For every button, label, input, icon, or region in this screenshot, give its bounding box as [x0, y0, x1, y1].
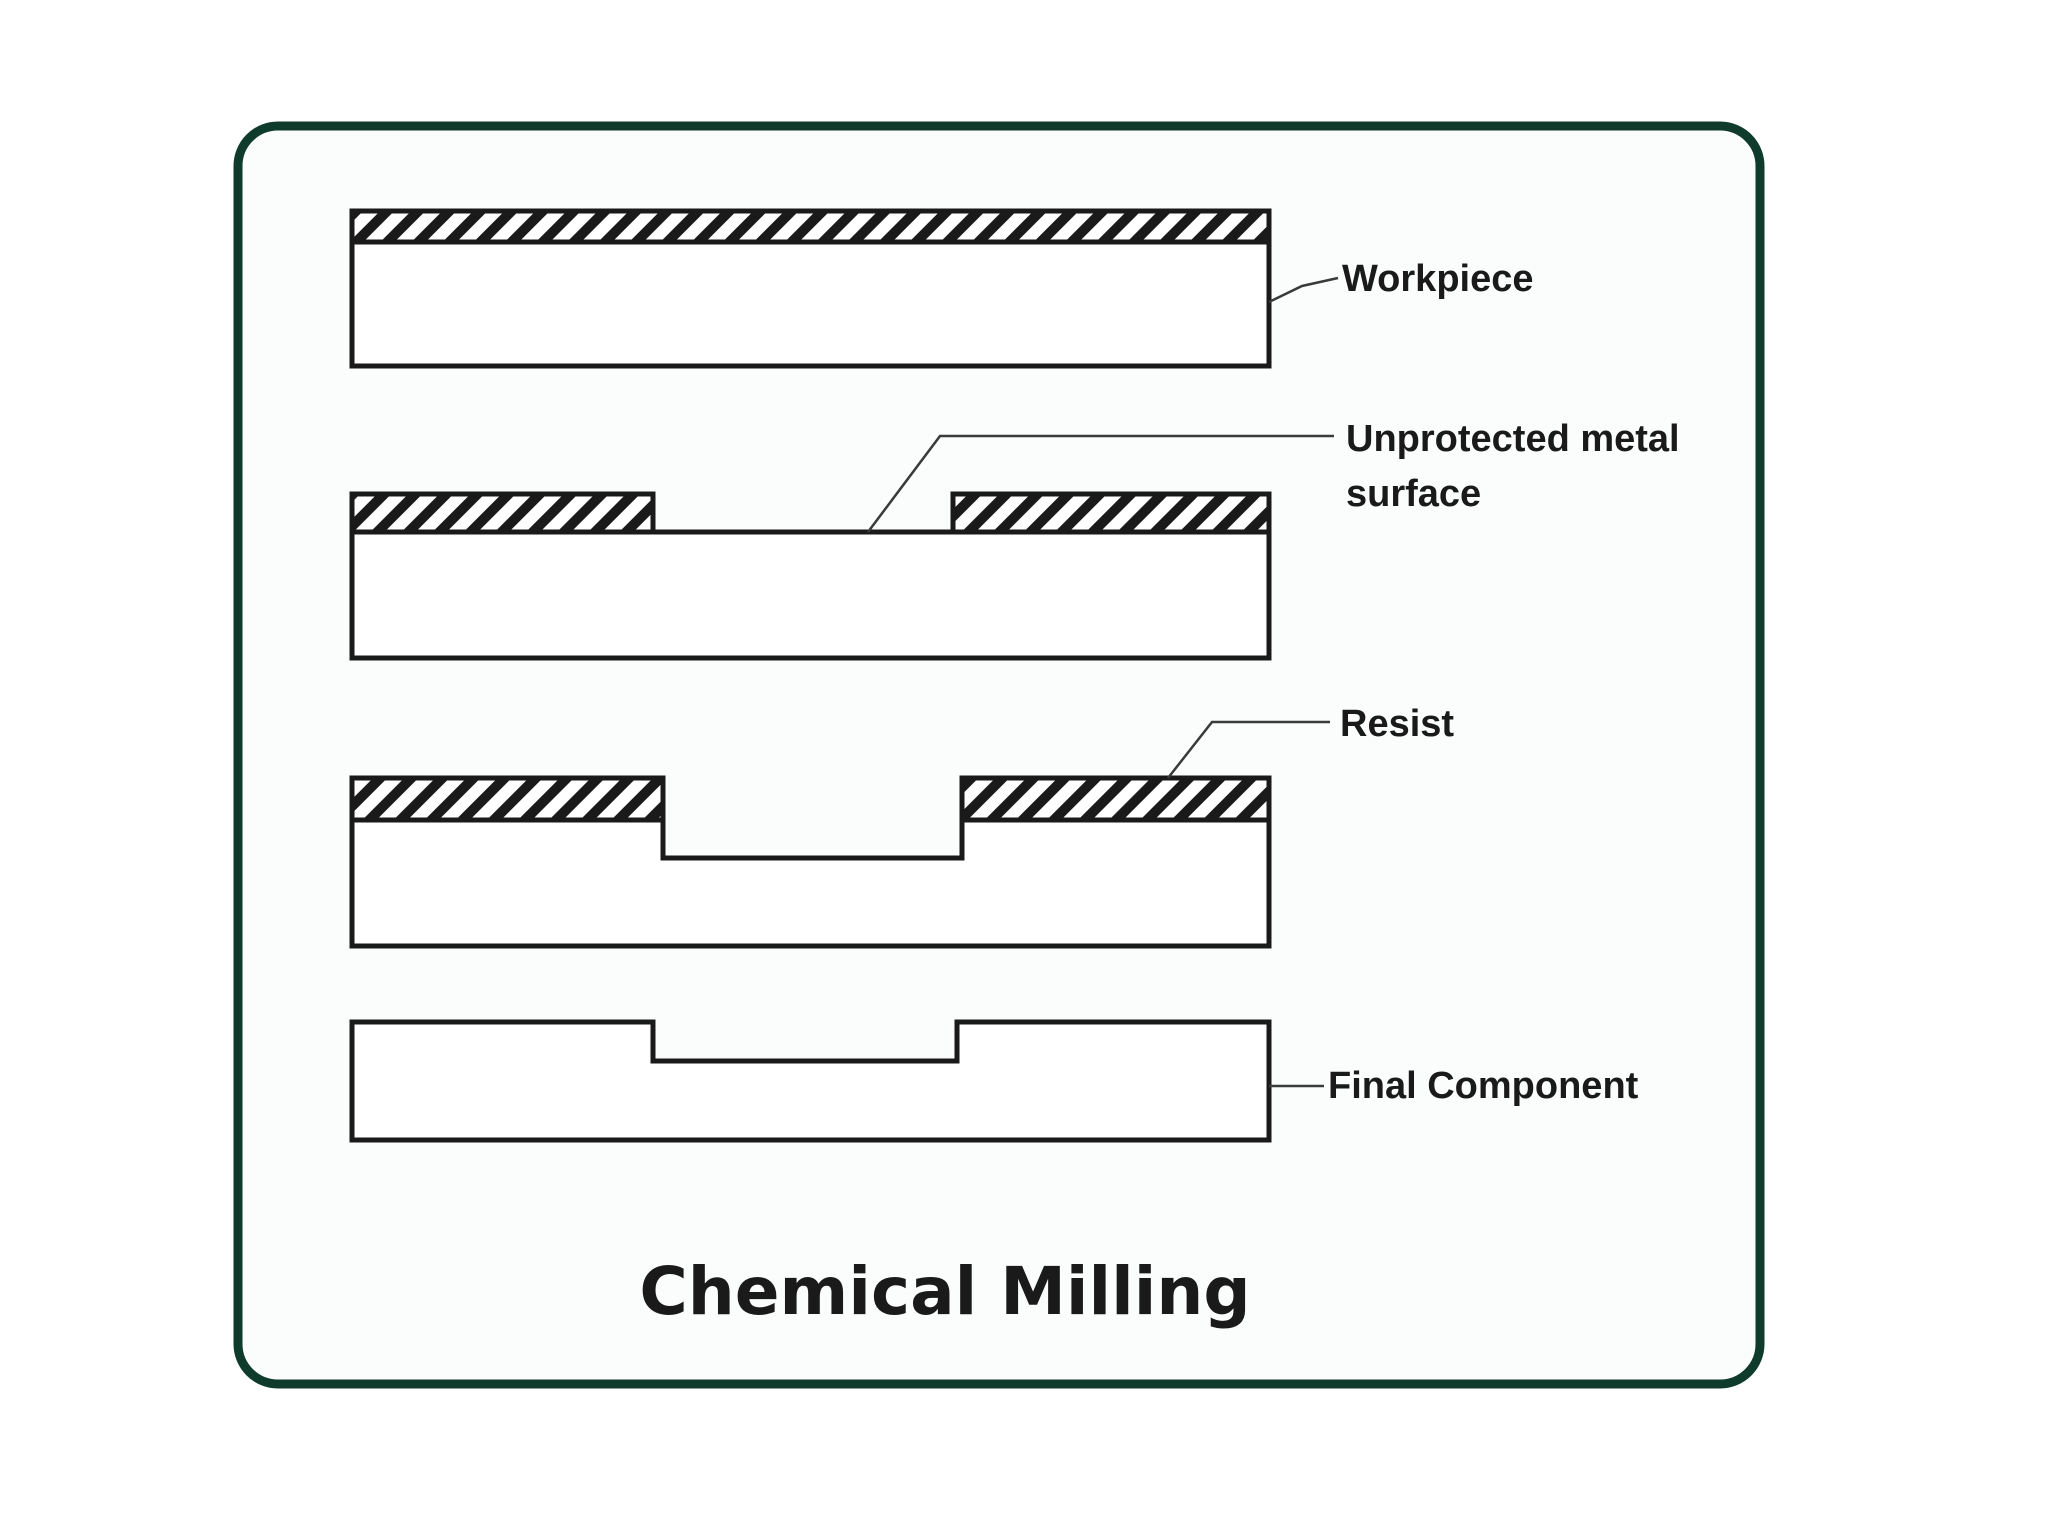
diagram-title: Chemical Milling — [639, 1253, 1250, 1330]
unprotected-label-line2: surface — [1346, 473, 1481, 515]
stage-masked: Unprotected metal surface — [349, 418, 1680, 661]
stage-workpiece: Workpiece — [349, 208, 1533, 369]
unprotected-leader — [867, 434, 1334, 533]
resist-label: Resist — [1340, 703, 1454, 745]
masked-body — [349, 529, 1272, 661]
resist-right-etched — [959, 775, 1272, 823]
workpiece-leader — [1268, 276, 1339, 304]
stage-final: Final Component — [349, 1019, 1639, 1143]
stage-etched: Resist — [349, 703, 1454, 949]
final-component-label: Final Component — [1328, 1065, 1639, 1107]
resist-left — [349, 491, 656, 535]
resist-layer-full — [349, 208, 1272, 245]
unprotected-label-line1: Unprotected metal — [1346, 418, 1680, 460]
workpiece-body — [349, 237, 1272, 369]
resist-right — [950, 491, 1272, 535]
final-component-body — [349, 1019, 1272, 1143]
resist-left-etched — [349, 775, 666, 823]
workpiece-label: Workpiece — [1342, 258, 1533, 300]
resist-leader — [1167, 720, 1330, 779]
